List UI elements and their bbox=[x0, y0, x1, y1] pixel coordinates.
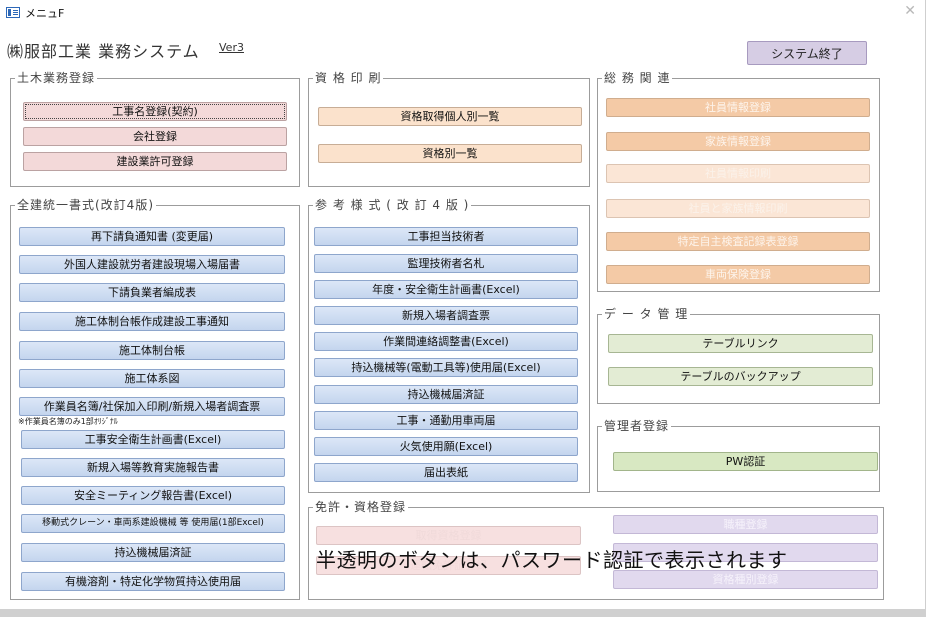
group-sanko: 参 考 様 式 ( 改 訂 4 版 ) bbox=[308, 198, 590, 493]
group-label: 管理者登録 bbox=[602, 419, 672, 434]
group-label: 土木業務登録 bbox=[15, 71, 98, 86]
coordination-sheet-button[interactable]: 作業間連絡調整書(Excel) bbox=[314, 332, 578, 351]
machine-certificate-ref-button[interactable]: 持込機械届済証 bbox=[314, 385, 578, 404]
group-label: 資 格 印 刷 bbox=[313, 71, 384, 86]
solvent-chemical-button[interactable]: 有機溶剤・特定化学物質持込使用届 bbox=[21, 572, 285, 591]
close-icon[interactable]: ✕ bbox=[904, 3, 916, 19]
engineer-in-charge-button[interactable]: 工事担当技術者 bbox=[314, 227, 578, 246]
table-link-button[interactable]: テーブルリンク bbox=[608, 334, 873, 353]
group-zenken: 全建統一書式(改訂4版) bbox=[10, 198, 300, 600]
password-hint-message: 半透明のボタンは、パスワード認証で表示されます bbox=[316, 548, 788, 572]
license-register-button[interactable]: 建設業許可登録 bbox=[23, 152, 287, 171]
qualification-by-person-button[interactable]: 資格取得個人別一覧 bbox=[318, 107, 582, 126]
employee-family-print-button[interactable]: 社員と家族情報印刷 bbox=[606, 199, 870, 218]
blank-lavender-button[interactable] bbox=[613, 543, 878, 562]
group-somu: 総 務 関 連 bbox=[597, 71, 880, 292]
crane-vehicle-button[interactable]: 移動式クレーン・車両系建設機械 等 使用届(1部Excel) bbox=[21, 514, 285, 533]
cover-sheet-button[interactable]: 届出表紙 bbox=[314, 463, 578, 482]
group-kanrisha: 管理者登録 bbox=[597, 419, 880, 492]
worker-roster-button[interactable]: 作業員名簿/社保加入印刷/新規入場者調査票 bbox=[19, 397, 285, 416]
vehicle-insurance-button[interactable]: 車両保険登録 bbox=[606, 265, 870, 284]
foreign-worker-button[interactable]: 外国人建設就労者建設現場入場届書 bbox=[19, 255, 285, 274]
group-shikaku-insatsu: 資 格 印 刷 bbox=[308, 71, 590, 187]
power-tool-usage-button[interactable]: 持込機械等(電動工具等)使用届(Excel) bbox=[314, 358, 578, 377]
roster-note: ※作業員名簿のみ1部ｵﾘｼﾞﾅﾙ bbox=[18, 417, 118, 426]
company-register-button[interactable]: 会社登録 bbox=[23, 127, 287, 146]
qualification-list-button[interactable]: 資格別一覧 bbox=[318, 144, 582, 163]
supervising-engineer-button[interactable]: 監理技術者名札 bbox=[314, 254, 578, 273]
pw-auth-button[interactable]: PW認証 bbox=[613, 452, 878, 471]
ledger-notice-button[interactable]: 施工体制台帳作成建設工事通知 bbox=[19, 312, 285, 331]
fire-usage-button[interactable]: 火気使用願(Excel) bbox=[314, 437, 578, 456]
group-doboku: 土木業務登録 bbox=[10, 71, 300, 187]
subcontractor-table-button[interactable]: 下請負業者編成表 bbox=[19, 283, 285, 302]
window-title: メニュF bbox=[25, 7, 65, 20]
annual-safety-plan-button[interactable]: 年度・安全衛生計画書(Excel) bbox=[314, 280, 578, 299]
group-label: 参 考 様 式 ( 改 訂 4 版 ) bbox=[313, 198, 472, 213]
title-bar: メニュF ✕ bbox=[0, 0, 926, 26]
contract-register-button[interactable]: 工事名登録(契約) bbox=[23, 102, 287, 121]
employee-register-button[interactable]: 社員情報登録 bbox=[606, 98, 870, 117]
group-label: デ ー タ 管 理 bbox=[602, 307, 691, 322]
employee-print-button[interactable]: 社員情報印刷 bbox=[606, 164, 870, 183]
group-label: 免許・資格登録 bbox=[313, 500, 409, 515]
safety-plan-button[interactable]: 工事安全衛生計画書(Excel) bbox=[21, 430, 285, 449]
table-backup-button[interactable]: テーブルのバックアップ bbox=[608, 367, 873, 386]
driver-license-button[interactable]: 運転免許証登録 bbox=[316, 556, 581, 575]
subcontract-notice-button[interactable]: 再下請負通知書 (変更届) bbox=[19, 227, 285, 246]
vehicle-notice-button[interactable]: 工事・通勤用車両届 bbox=[314, 411, 578, 430]
system-diagram-button[interactable]: 施工体系図 bbox=[19, 369, 285, 388]
group-label: 総 務 関 連 bbox=[602, 71, 673, 86]
family-register-button[interactable]: 家族情報登録 bbox=[606, 132, 870, 151]
version-link[interactable]: Ver3 bbox=[219, 41, 244, 54]
form-window-icon bbox=[6, 7, 20, 18]
job-type-button[interactable]: 職種登録 bbox=[613, 515, 878, 534]
safety-meeting-button[interactable]: 安全ミーティング報告書(Excel) bbox=[21, 486, 285, 505]
company-title: ㈱服部工業 業務システム bbox=[7, 42, 200, 61]
exit-system-button[interactable]: システム終了 bbox=[747, 41, 867, 65]
qualification-type-button[interactable]: 資格種別登録 bbox=[613, 570, 878, 589]
machine-certificate-button[interactable]: 持込機械届済証 bbox=[21, 543, 285, 562]
acquired-qualification-button[interactable]: 取得資格登録 bbox=[316, 526, 581, 545]
group-data-kanri: デ ー タ 管 理 bbox=[597, 307, 880, 404]
group-menkyo: 免許・資格登録 bbox=[308, 500, 884, 600]
inspection-record-button[interactable]: 特定自主検査記録表登録 bbox=[606, 232, 870, 251]
group-label: 全建統一書式(改訂4版) bbox=[15, 198, 156, 213]
construction-ledger-button[interactable]: 施工体制台帳 bbox=[19, 341, 285, 360]
bottom-scroll-area bbox=[0, 609, 926, 617]
new-entrant-survey-button[interactable]: 新規入場者調査票 bbox=[314, 306, 578, 325]
education-report-button[interactable]: 新規入場等教育実施報告書 bbox=[21, 458, 285, 477]
